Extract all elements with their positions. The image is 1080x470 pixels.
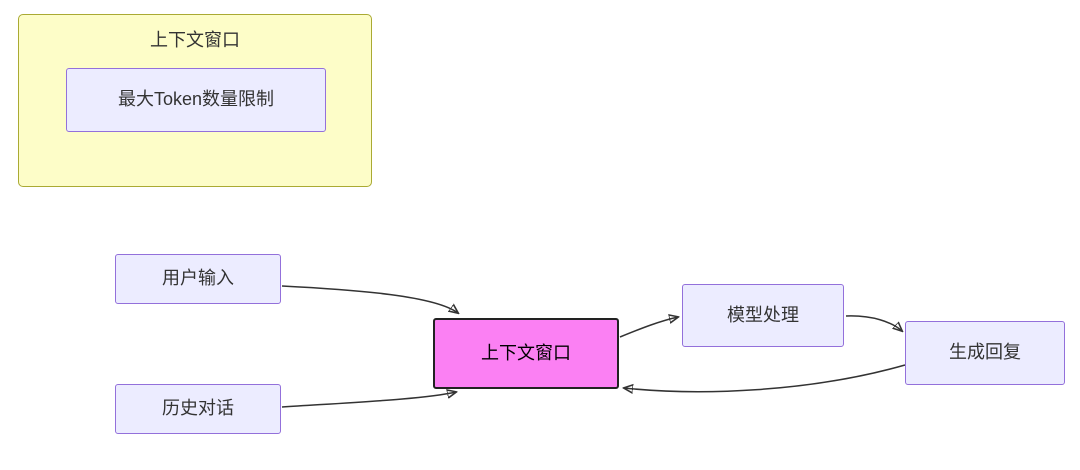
node-generate-reply: 生成回复 [905,321,1065,385]
edge-context-to-model [619,317,678,338]
edge-user-input-to-context [281,285,458,313]
edge-reply-to-context [624,364,906,392]
node-max-token-limit: 最大Token数量限制 [66,68,326,132]
subgraph-context-window: 上下文窗口 最大Token数量限制 [18,14,372,187]
node-context-window: 上下文窗口 [433,318,619,389]
node-history-dialogue: 历史对话 [115,384,281,434]
edge-model-to-reply [845,315,902,331]
node-model-processing: 模型处理 [682,284,844,347]
subgraph-title: 上下文窗口 [150,30,240,50]
node-user-input: 用户输入 [115,254,281,304]
edge-history-to-context [281,392,456,408]
